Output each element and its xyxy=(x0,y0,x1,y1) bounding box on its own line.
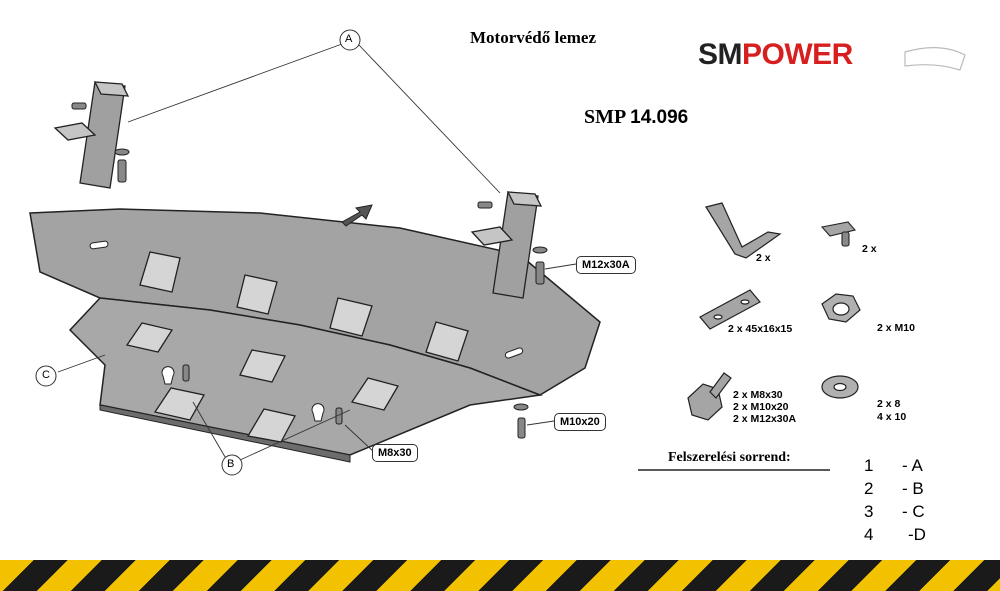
clip-qty: 2 x xyxy=(862,243,877,255)
logo-part-sm: SM xyxy=(698,38,743,71)
plate-recess xyxy=(139,251,181,293)
bracket-qty: 2 x xyxy=(756,252,771,264)
part-bolt xyxy=(687,372,732,421)
part-clip xyxy=(820,221,857,247)
plate-recess xyxy=(350,377,399,411)
part-nut xyxy=(821,293,861,323)
bracket-right-bolt xyxy=(477,201,548,285)
plate-recess xyxy=(236,274,278,315)
washer-list: 2 x 8 4 x 10 xyxy=(877,398,906,424)
nut-qty: 2 x M10 xyxy=(877,322,915,334)
plate-recess xyxy=(153,387,205,421)
bracket-left xyxy=(53,81,130,189)
bracket-right xyxy=(470,191,543,299)
bolt-tag-m12: M12x30A xyxy=(576,256,636,274)
bolt-tag-m8: M8x30 xyxy=(372,444,418,462)
install-step: 4 -D xyxy=(864,525,944,548)
install-step: 1 - A xyxy=(864,456,944,479)
callout-b-circle xyxy=(221,454,243,476)
washer-list-item: 2 x 8 xyxy=(877,398,901,410)
plate-recess xyxy=(329,297,373,337)
step-letter: - C xyxy=(902,502,925,521)
plate-recess xyxy=(125,322,174,353)
plate-qty: 2 x 45x16x15 xyxy=(728,323,793,335)
callout-c-circle xyxy=(35,365,57,387)
plate-slot xyxy=(504,347,524,359)
bolt-list-item: 2 x M12x30A xyxy=(733,413,797,425)
install-steps: 1 - A 2 - B 3 - C 4 -D xyxy=(864,456,944,548)
part-washer xyxy=(821,375,859,399)
bolt-list: 2 x M8x30 2 x M10x20 2 x M12x30A xyxy=(733,389,796,425)
hazard-stripe xyxy=(0,560,1000,591)
plate-slot xyxy=(89,240,109,250)
bracket-left-bolt xyxy=(71,102,130,183)
brand-logo: SMPOWER xyxy=(698,38,853,72)
washer-list-item: 4 x 10 xyxy=(877,411,907,423)
callout-b-label: B xyxy=(227,458,235,470)
install-order-title: Felszerelési sorrend: xyxy=(668,450,791,465)
logo-part-power: POWER xyxy=(742,38,853,71)
direction-arrow xyxy=(341,204,373,227)
install-step: 2 - B xyxy=(864,479,944,502)
part-bracket-small xyxy=(705,202,782,259)
product-code-number: 14.096 xyxy=(630,107,689,128)
step-number: 4 xyxy=(864,525,874,544)
plate-recess xyxy=(246,408,296,443)
bolt-list-item: 2 x M10x20 xyxy=(733,401,789,413)
step-number: 3 xyxy=(864,502,874,521)
step-letter: - A xyxy=(902,456,923,475)
step-letter: -D xyxy=(908,525,926,544)
step-number: 1 xyxy=(864,456,874,475)
product-code: SMP 14.096 xyxy=(584,106,688,129)
bolt-tag-m10: M10x20 xyxy=(554,413,606,431)
page-title: Motorvédő lemez xyxy=(470,28,597,47)
plate-recess xyxy=(425,321,469,362)
part-plate xyxy=(699,289,761,330)
step-letter: - B xyxy=(902,479,924,498)
bolt-list-item: 2 x M8x30 xyxy=(733,389,783,401)
step-number: 2 xyxy=(864,479,874,498)
plate-bolts xyxy=(182,364,529,439)
install-step: 3 - C xyxy=(864,502,944,525)
callout-a-label: A xyxy=(345,33,353,45)
callout-a-circle xyxy=(339,29,361,51)
logo-swoosh xyxy=(904,47,966,71)
product-code-prefix: SMP xyxy=(584,106,626,128)
keyhole xyxy=(311,403,325,422)
plate-recess xyxy=(239,349,286,383)
callout-c-label: C xyxy=(42,369,50,381)
keyhole xyxy=(161,366,175,385)
